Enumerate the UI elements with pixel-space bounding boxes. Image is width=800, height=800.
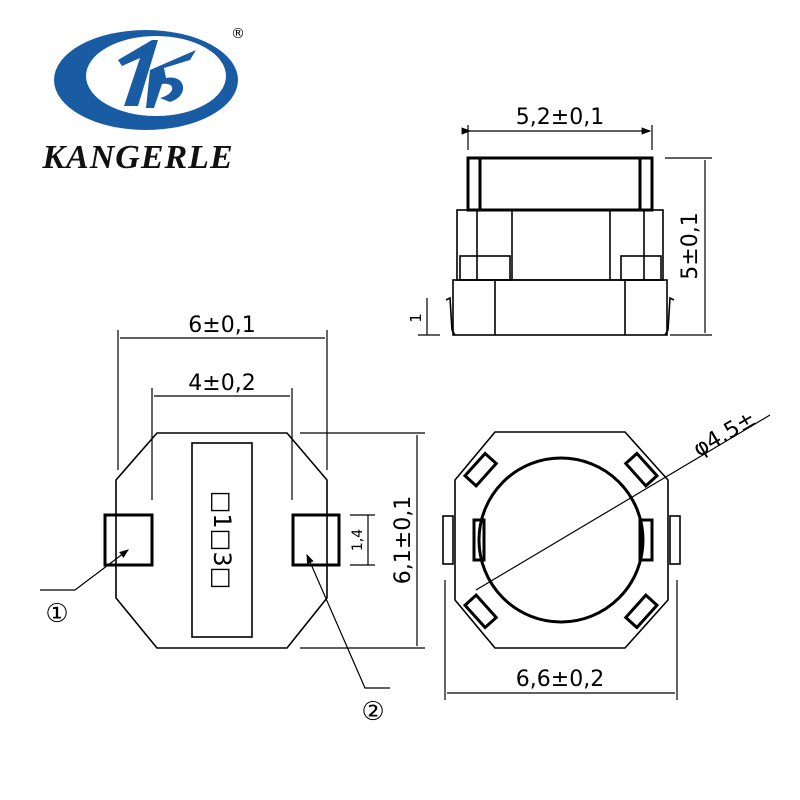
lead-dim: 1 xyxy=(407,313,425,323)
registered-mark: ® xyxy=(231,26,245,42)
part-marking: □1□3□ xyxy=(208,491,236,590)
pad-spacing-dim: 4±0,2 xyxy=(188,371,255,396)
bottom-view: φ4.5± 6,6±0,2 xyxy=(442,407,771,700)
bottom-width-dim: 6,6±0,2 xyxy=(516,667,604,692)
pin2-label: ② xyxy=(361,697,384,727)
top-width-dim: 6±0,1 xyxy=(188,313,255,338)
top-view: □1□3□ 6±0,1 4±0,2 6,1±0,1 1,4 ① ② xyxy=(40,313,425,727)
pin1-label: ① xyxy=(45,599,68,629)
diameter-dim: φ4.5± xyxy=(689,407,760,463)
pad-dim: 1,4 xyxy=(350,529,366,551)
side-height-dim: 5±0,1 xyxy=(678,212,703,279)
top-height-dim: 6,1±0,1 xyxy=(391,496,416,584)
side-width-dim: 5,2±0,1 xyxy=(516,105,604,130)
side-view: 5,2±0,1 5±0,1 1 xyxy=(407,105,712,336)
brand-name: KANGERLE xyxy=(41,139,233,176)
kangerle-logo: ® KANGERLE xyxy=(41,26,245,176)
